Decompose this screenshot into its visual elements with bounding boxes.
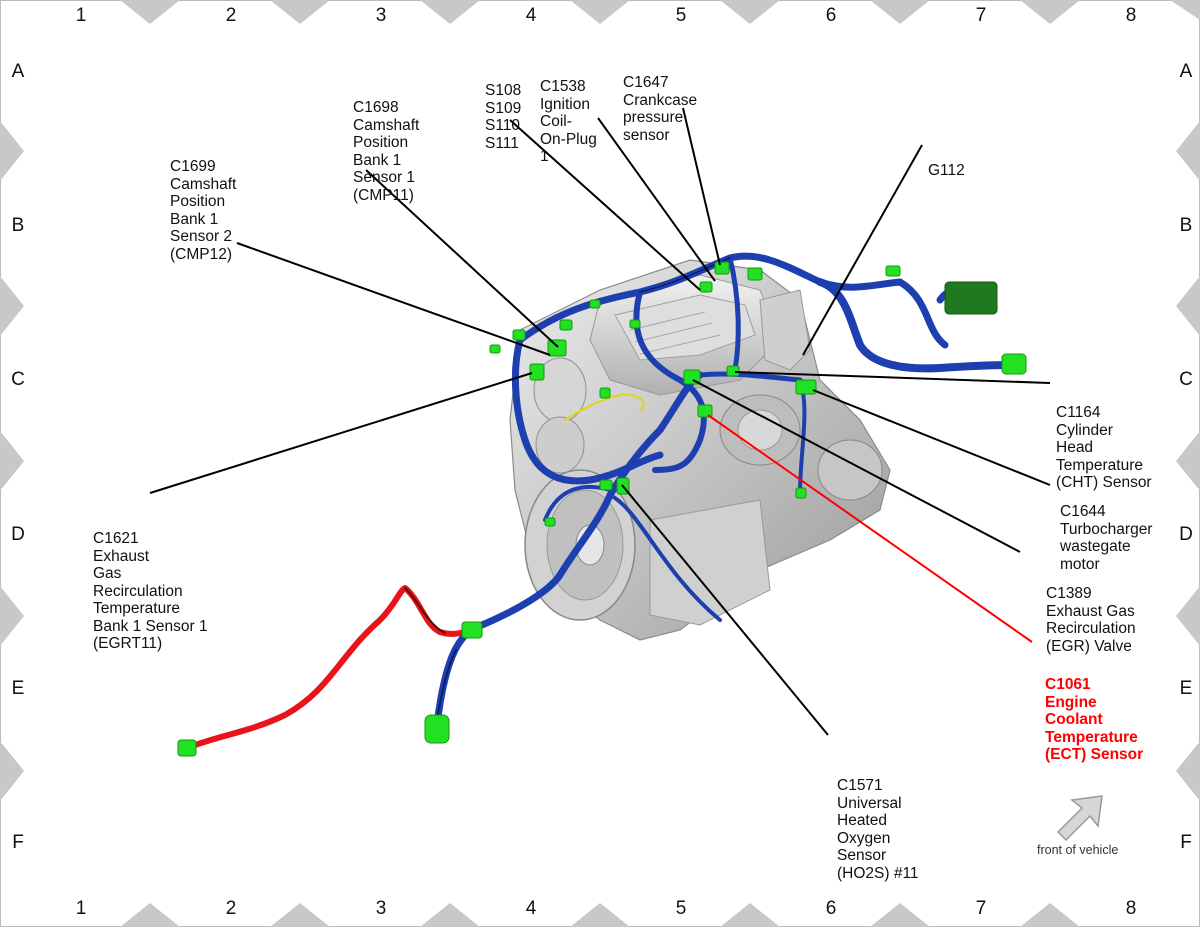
grid-col-4: 4 xyxy=(525,898,537,919)
grid-row-e: E xyxy=(1179,678,1193,699)
grid-row-d: D xyxy=(11,524,25,545)
arrow-icon xyxy=(1056,795,1103,842)
grid-col-1: 1 xyxy=(75,5,87,26)
leader-lines xyxy=(149,107,1051,736)
grid-row-b: B xyxy=(11,215,25,236)
grid-row-b: B xyxy=(1179,215,1193,236)
grid-col-4: 4 xyxy=(525,5,537,26)
connectors xyxy=(177,261,1027,757)
grid-row-e: E xyxy=(11,678,25,699)
grid-col-5: 5 xyxy=(675,898,687,919)
grid-col-1: 1 xyxy=(75,898,87,919)
front-of-vehicle-label: front of vehicle xyxy=(1037,843,1119,857)
grid-col-6: 6 xyxy=(825,898,837,919)
grid-col-6: 6 xyxy=(825,5,837,26)
grid-row-f: F xyxy=(12,832,24,853)
grid-row-a: A xyxy=(1179,61,1193,82)
grid-col-3: 3 xyxy=(375,898,387,919)
grid-col-7: 7 xyxy=(975,5,987,26)
grid-col-8: 8 xyxy=(1125,898,1137,919)
grid-row-f: F xyxy=(1180,832,1192,853)
grid-row-c: C xyxy=(1179,369,1193,390)
grid-row-d: D xyxy=(1179,524,1193,545)
grid-col-5: 5 xyxy=(675,5,687,26)
grid-row-a: A xyxy=(11,61,25,82)
grid-col-2: 2 xyxy=(225,5,237,26)
grid-col-8: 8 xyxy=(1125,5,1137,26)
callout-g112: G112 xyxy=(928,162,965,179)
grid-row-c: C xyxy=(11,369,25,390)
grid-col-7: 7 xyxy=(975,898,987,919)
grid-col-2: 2 xyxy=(225,898,237,919)
grid-col-3: 3 xyxy=(375,5,387,26)
